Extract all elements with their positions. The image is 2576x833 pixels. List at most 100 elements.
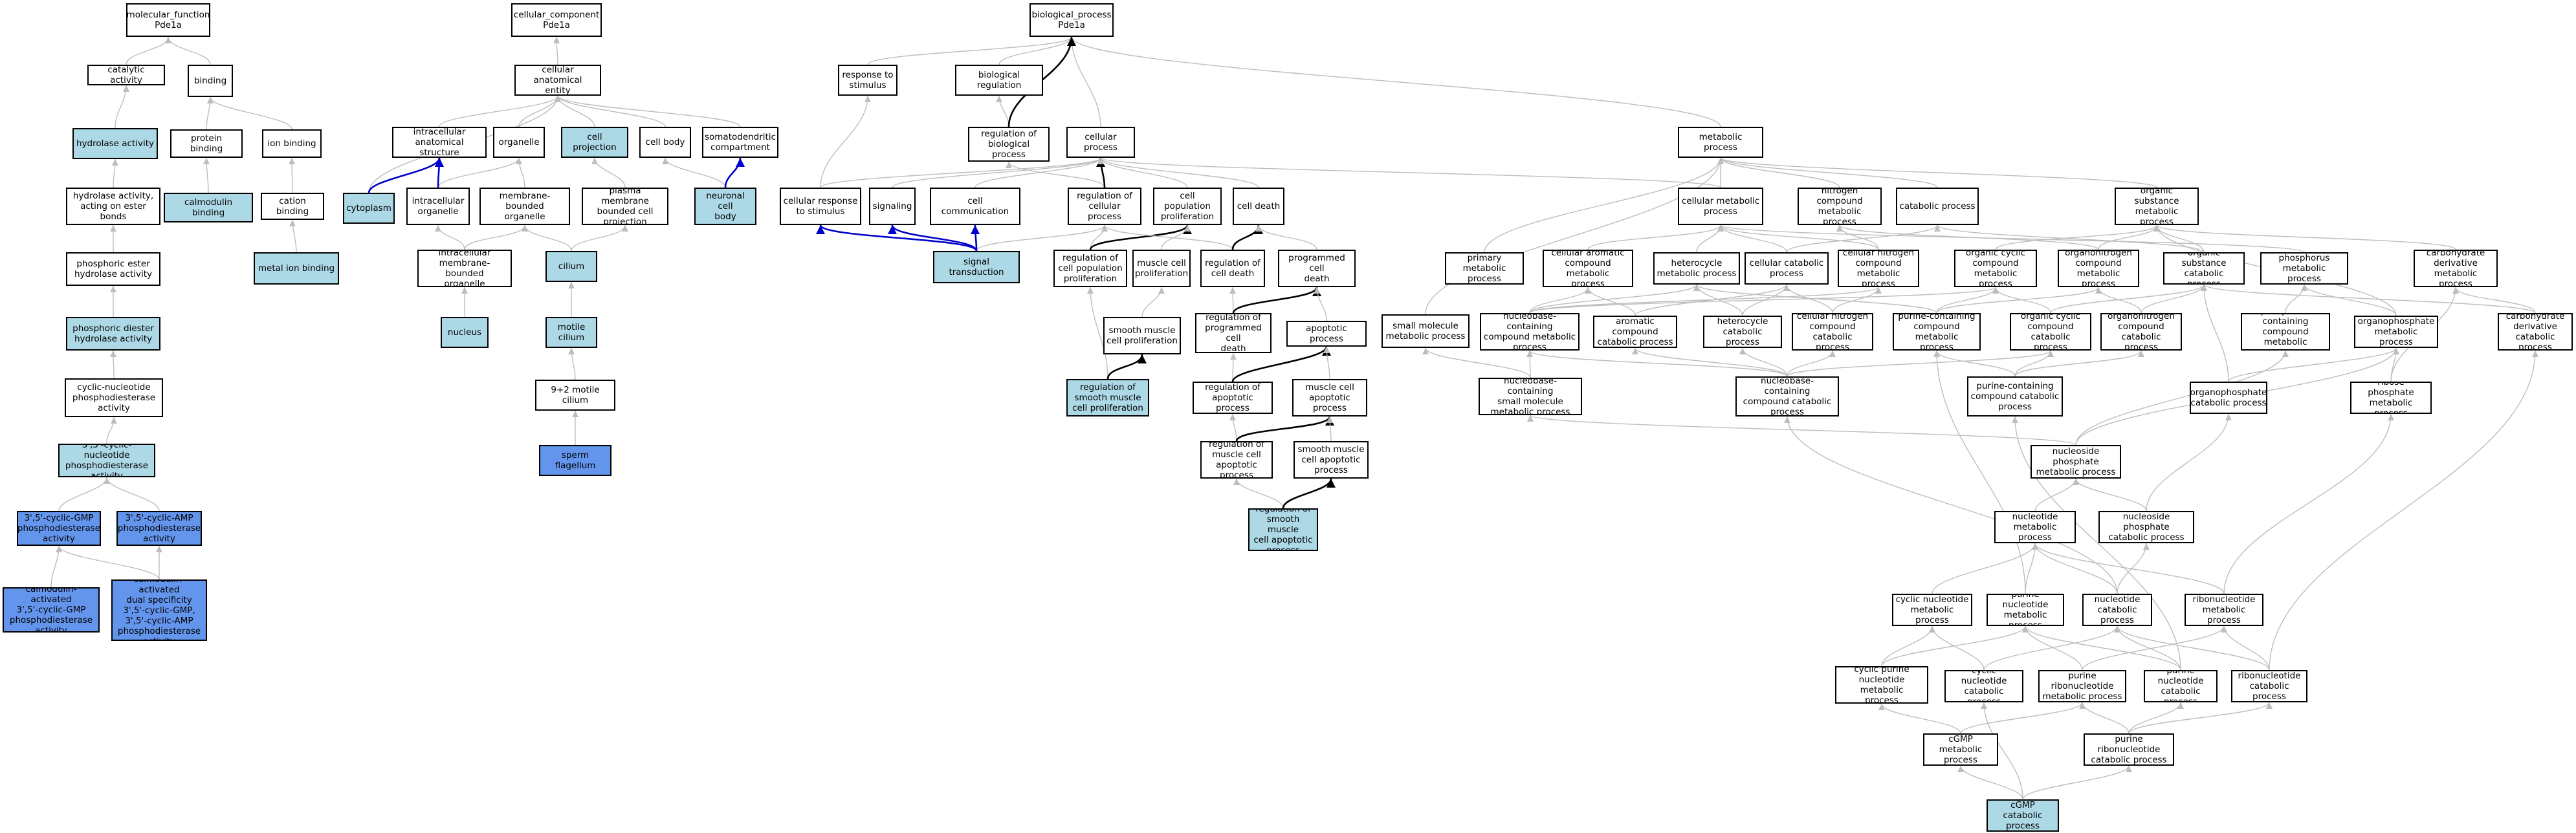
go-term-org-cyc-catab[interactable]: organic cyclic compound catabolic proces… (2010, 313, 2091, 351)
go-term-reg-cellular[interactable]: regulation of cellular process (1068, 188, 1141, 225)
go-term-cyc-purine-metab[interactable]: cyclic purine nucleotide metabolic proce… (1835, 666, 1928, 704)
go-term-cation-binding[interactable]: cation binding (261, 193, 324, 220)
go-term-organelle[interactable]: organelle (493, 127, 545, 158)
go-term-ion-binding[interactable]: ion binding (262, 129, 322, 158)
go-term-neuronal-body[interactable]: neuronal cell body (694, 188, 756, 225)
go-term-cyclic-nuc-pde[interactable]: cyclic-nucleotide phosphodiesterase acti… (65, 378, 163, 417)
go-term-reg-prog-death[interactable]: regulation of programmed cell death (1195, 313, 1271, 353)
go-term-cgmp-pde[interactable]: 3',5'-cyclic-GMP phosphodiesterase activ… (17, 511, 101, 546)
go-term-pm-projection[interactable]: plasma membrane bounded cell projection (582, 188, 668, 225)
go-term-signal-trans[interactable]: signal transduction (933, 251, 1020, 283)
go-term-muscle-apop[interactable]: muscle cell apoptotic process (1292, 379, 1367, 416)
go-term-nucleobase-metab[interactable]: nucleobase-containing compound metabolic… (1480, 313, 1580, 351)
go-term-cell-resp[interactable]: cellular response to stimulus (780, 188, 861, 225)
go-term-membrane-bounded[interactable]: membrane-bounded organelle (479, 188, 570, 225)
go-term-carb-deriv[interactable]: carbohydrate derivative metabolic proces… (2414, 250, 2498, 287)
go-term-nucleoside-phos-catab[interactable]: nucleoside phosphate catabolic process (2098, 511, 2194, 543)
go-term-intra-organelle[interactable]: intracellular organelle (406, 188, 470, 225)
go-term-cell-comm[interactable]: cell communication (930, 188, 1020, 225)
go-term-hydrolase[interactable]: hydrolase activity (72, 128, 158, 159)
go-term-arom-catab[interactable]: aromatic compound catabolic process (1593, 316, 1677, 348)
go-term-cgmp-metab[interactable]: cGMP metabolic process (1923, 733, 1998, 766)
go-term-phosphoric-ester[interactable]: phosphoric ester hydrolase activity (66, 252, 160, 286)
go-term-cell-catab[interactable]: cellular catabolic process (1745, 252, 1829, 285)
go-term-purine-metab[interactable]: purine-containing compound metabolic pro… (1893, 313, 1981, 351)
go-term-metabolic[interactable]: metabolic process (1678, 127, 1763, 158)
go-term-nitrogen-metab[interactable]: nitrogen compound metabolic process (1798, 188, 1882, 225)
go-term-ribose-phos[interactable]: ribose phosphate metabolic process (2350, 382, 2432, 414)
go-term-purine-ribo-catab[interactable]: purine ribonucleotide catabolic process (2084, 733, 2174, 766)
go-term-nucleotide-metab[interactable]: nucleotide metabolic process (1994, 511, 2076, 543)
go-term-phosphoric-diester[interactable]: phosphoric diester hydrolase activity (66, 317, 160, 351)
go-term-somatodendritic[interactable]: somatodendritic compartment (702, 127, 778, 158)
go-term-hydrolase-ester[interactable]: hydrolase activity, acting on ester bond… (66, 188, 160, 225)
go-term-catalytic[interactable]: catalytic activity (87, 65, 165, 85)
go-term-intra-struct[interactable]: intracellular anatomical structure (392, 127, 487, 158)
go-term-nucleoside-phos[interactable]: nucleoside phosphate metabolic process (2031, 445, 2121, 479)
go-term-nuc-catab2[interactable]: nucleotide catabolic process (2082, 594, 2152, 626)
go-term-purine-ribo-metab[interactable]: purine ribonucleotide metabolic process (2038, 670, 2126, 702)
go-term-reg-smooth-apop[interactable]: regulation of smooth muscle cell apoptot… (1248, 508, 1318, 551)
go-term-primary-metab[interactable]: primary metabolic process (1445, 252, 1524, 285)
go-term-prog-death[interactable]: programmed cell death (1278, 250, 1356, 287)
go-term-cyc-nuc-catab[interactable]: cyclic nucleotide catabolic process (1944, 670, 2023, 702)
go-term-intra-mbo[interactable]: intracellular membrane-bounded organelle (417, 250, 512, 287)
go-term-muscle-prolif[interactable]: muscle cell proliferation (1132, 250, 1191, 287)
go-term-small-mol[interactable]: small molecule metabolic process (1382, 314, 1470, 348)
go-term-heterocycle-metab[interactable]: heterocycle metabolic process (1653, 252, 1740, 285)
go-term-nucleus[interactable]: nucleus (441, 317, 489, 348)
go-term-cilium[interactable]: cilium (545, 251, 597, 282)
go-term-reg-muscle-apop[interactable]: regulation of muscle cell apoptotic proc… (1200, 441, 1273, 479)
go-term-signaling[interactable]: signaling (869, 188, 916, 225)
go-term-reg-cell-pop[interactable]: regulation of cell population proliferat… (1053, 250, 1127, 287)
go-term-calmodulin-binding[interactable]: calmodulin binding (164, 193, 253, 222)
go-term-reg-smooth-prolif[interactable]: regulation of smooth muscle cell prolife… (1066, 379, 1149, 416)
go-term-motile-cilium[interactable]: motile cilium (545, 317, 597, 348)
go-term-nuc-small-mol[interactable]: nucleobase-containing small molecule met… (1479, 378, 1582, 415)
go-term-cn35-pde[interactable]: 3',5'-cyclic-nucleotide phosphodiesteras… (58, 444, 155, 477)
go-term-ribonuc-metab[interactable]: ribonucleotide metabolic process (2185, 594, 2263, 626)
go-term-sperm-flagellum[interactable]: sperm flagellum (539, 445, 611, 476)
go-term-org-sub-metab[interactable]: organic substance metabolic process (2115, 188, 2199, 225)
go-term-organonitro-catab[interactable]: organonitrogen compound catabolic proces… (2100, 313, 2182, 351)
go-term-calm-dual[interactable]: calmodulin-activated dual specificity 3'… (111, 579, 207, 641)
go-term-cell-death[interactable]: cell death (1233, 188, 1284, 225)
go-term-carb-deriv-catab[interactable]: carbohydrate derivative catabolic proces… (2498, 313, 2573, 351)
go-term-camp-pde[interactable]: 3',5'-cyclic-AMP phosphodiesterase activ… (116, 511, 202, 546)
go-term-bio-reg[interactable]: biological regulation (955, 65, 1043, 96)
go-term-cell-pop-prolif[interactable]: cell population proliferation (1153, 188, 1222, 225)
go-term-cell-metab[interactable]: cellular metabolic process (1678, 188, 1763, 225)
go-term-phosphorus[interactable]: phosphorus metabolic process (2260, 252, 2348, 285)
go-term-purine-nuc-metab[interactable]: purine nucleotide metabolic process (1987, 594, 2064, 626)
go-term-organophosphate-catab[interactable]: organophosphate catabolic process (2190, 382, 2267, 414)
go-term-nine-two[interactable]: 9+2 motile cilium (535, 380, 615, 411)
go-term-catabolic[interactable]: catabolic process (1896, 188, 1979, 225)
go-term-reg-cell-death[interactable]: regulation of cell death (1200, 250, 1265, 287)
go-term-bp[interactable]: biological_process Pde1a (1029, 3, 1114, 37)
go-term-smooth-prolif[interactable]: smooth muscle cell proliferation (1103, 317, 1181, 354)
go-term-cell-projection[interactable]: cell projection (561, 127, 628, 158)
go-term-cellular-process[interactable]: cellular process (1066, 127, 1135, 158)
go-term-ribonuc-catab[interactable]: ribonucleotide catabolic process (2231, 670, 2307, 702)
go-term-binding[interactable]: binding (188, 65, 233, 97)
go-term-nuc-catab[interactable]: nucleobase-containing compound catabolic… (1735, 376, 1839, 416)
go-term-smooth-apop[interactable]: smooth muscle cell apoptotic process (1294, 441, 1369, 479)
go-term-calm-cgmp[interactable]: calmodulin-activated 3',5'-cyclic-GMP ph… (3, 587, 100, 633)
go-term-phosphate-metab[interactable]: phosphate-containing compound metabolic … (2241, 313, 2330, 351)
go-term-cell-nitro-catab[interactable]: cellular nitrogen compound catabolic pro… (1792, 313, 1873, 351)
go-term-reg-bio[interactable]: regulation of biological process (968, 127, 1050, 162)
go-term-apoptotic[interactable]: apoptotic process (1286, 321, 1367, 347)
go-term-protein-binding[interactable]: protein binding (170, 129, 243, 158)
go-term-org-cyclic[interactable]: organic cyclic compound metabolic proces… (1954, 250, 2037, 287)
go-term-cgmp-catab[interactable]: cGMP catabolic process (1987, 799, 2059, 832)
go-term-cell-nitro[interactable]: cellular nitrogen compound metabolic pro… (1838, 250, 1919, 287)
go-term-het-catab[interactable]: heterocycle catabolic process (1703, 316, 1782, 348)
go-term-purine-catab[interactable]: purine-containing compound catabolic pro… (1967, 376, 2063, 416)
go-term-cyclic-nuc-metab[interactable]: cyclic nucleotide metabolic process (1892, 594, 1972, 626)
go-term-cc[interactable]: cellular_component Pde1a (511, 3, 602, 37)
go-term-purine-nuc-catab[interactable]: purine nucleotide catabolic process (2144, 670, 2218, 702)
go-term-cae[interactable]: cellular anatomical entity (514, 65, 601, 96)
go-term-cell-body[interactable]: cell body (639, 127, 691, 158)
go-term-metal-ion[interactable]: metal ion binding (254, 252, 339, 285)
go-term-cell-arom[interactable]: cellular aromatic compound metabolic pro… (1543, 250, 1633, 287)
